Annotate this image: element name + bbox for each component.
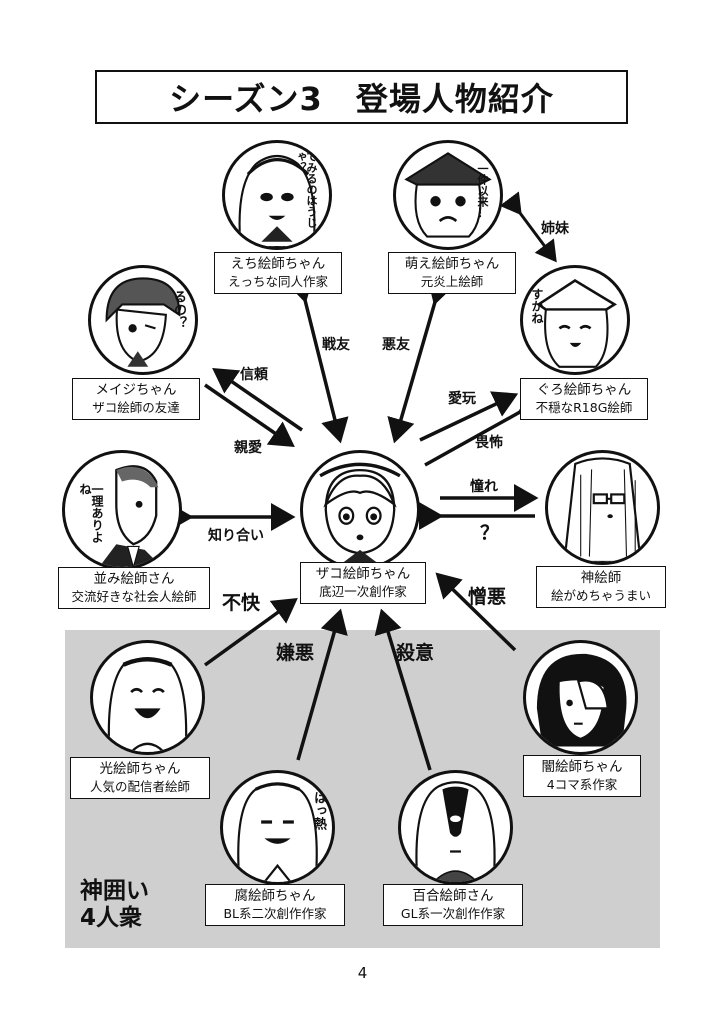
echi-speech: でみるのはうじゃ？	[294, 151, 318, 228]
arrow-shinrai	[212, 368, 303, 432]
label-zako: ザコ絵師ちゃん 底辺一次創作家	[300, 562, 426, 604]
label-fu: 腐絵師ちゃん BL系二次創作作家	[205, 884, 345, 926]
yuri-desc: GL系一次創作作家	[400, 906, 506, 921]
rel-ifu: 畏怖	[475, 435, 503, 451]
arrow-sisters	[499, 191, 557, 263]
rel-keno: 嫌悪	[276, 642, 315, 664]
zako-desc: 底辺一次創作家	[319, 584, 407, 599]
rel-satsui: 殺意	[396, 642, 435, 664]
yami-portrait	[523, 640, 638, 755]
arrow-zouo	[435, 572, 517, 652]
guro-name: ぐろ絵師ちゃん	[536, 382, 632, 398]
label-hikari: 光絵師ちゃん 人気の配信者絵師	[70, 757, 210, 799]
meiji-name: メイジちゃん	[95, 382, 177, 398]
label-meiji: メイジちゃん ザコ絵師の友達	[72, 378, 200, 420]
label-guro: ぐろ絵師ちゃん 不穏なR18G絵師	[520, 378, 648, 420]
fu-speech: はっ熱	[311, 791, 326, 830]
moe-desc: 元炎上絵師	[420, 274, 484, 289]
nami-name: 並み絵師さん	[93, 571, 175, 587]
guro-desc: 不穏なR18G絵師	[535, 400, 633, 415]
yuri-name: 百合絵師さん	[412, 888, 494, 904]
rel-shiriai: 知り合い	[208, 528, 264, 544]
arrow-senyu	[286, 276, 349, 444]
arrow-keno	[296, 608, 348, 761]
echi-name: えち絵師ちゃん	[230, 256, 326, 272]
moe-speech: 一件以来…	[476, 163, 489, 218]
guro-portrait: すかね	[520, 265, 630, 375]
kami-desc: 絵がめちゃうまい	[550, 588, 651, 603]
rel-akogare: 憧れ	[470, 479, 498, 495]
meiji-speech: るの？	[171, 290, 186, 329]
arrow-ifu	[424, 389, 546, 467]
arrow-shinai	[204, 383, 295, 447]
nami-speech: 一理ありよね	[78, 483, 104, 543]
yami-desc: 4コマ系作家	[546, 777, 618, 792]
moe-name: 萌え絵師ちゃん	[404, 256, 500, 272]
arrow-satsui	[374, 608, 432, 771]
echi-portrait: でみるのはうじゃ？	[222, 140, 332, 250]
page-title: シーズン3 登場人物紹介	[169, 80, 554, 118]
group-label-line1: 神囲い	[80, 878, 149, 904]
fu-desc: BL系二次創作作家	[223, 906, 327, 921]
kami-portrait	[545, 450, 660, 565]
rel-question: ？	[480, 522, 500, 544]
echi-desc: えっちな同人作家	[227, 274, 328, 289]
label-echi: えち絵師ちゃん えっちな同人作家	[214, 252, 342, 294]
rel-sisters: 姉妹	[541, 221, 569, 237]
meiji-portrait: るの？	[88, 265, 198, 375]
moe-portrait: 一件以来…	[393, 140, 503, 250]
rel-fukai: 不快	[222, 592, 261, 614]
rel-zouo: 憎悪	[468, 586, 507, 608]
arrow-aigan	[419, 391, 519, 442]
label-nami: 並み絵師さん 交流好きな社会人絵師	[58, 567, 210, 609]
label-moe: 萌え絵師ちゃん 元炎上絵師	[388, 252, 516, 294]
fu-portrait: はっ熱	[220, 770, 335, 885]
page-number: 4	[357, 964, 368, 982]
meiji-desc: ザコ絵師の友達	[92, 400, 180, 415]
kami-name: 神絵師	[580, 570, 622, 586]
rel-shinrai: 信頼	[240, 367, 268, 383]
guro-speech: すかね	[530, 288, 544, 324]
hikari-portrait	[90, 640, 205, 755]
hikari-name: 光絵師ちゃん	[99, 761, 181, 777]
group-label-line2: 4人衆	[80, 905, 143, 931]
rel-senyu: 戦友	[322, 337, 350, 353]
fu-name: 腐絵師ちゃん	[234, 888, 316, 904]
label-kami: 神絵師 絵がめちゃうまい	[536, 566, 666, 608]
zako-name: ザコ絵師ちゃん	[315, 566, 411, 582]
rel-shinai: 親愛	[234, 440, 262, 456]
nami-portrait: 一理ありよね	[62, 450, 182, 570]
group-label: 神囲い 4人衆	[80, 878, 149, 932]
label-yami: 闇絵師ちゃん 4コマ系作家	[523, 755, 641, 797]
arrow-fukai	[203, 597, 298, 667]
rel-aigan: 愛玩	[448, 391, 476, 407]
label-yuri: 百合絵師さん GL系一次創作作家	[383, 884, 523, 926]
nami-desc: 交流好きな社会人絵師	[71, 589, 197, 604]
title-box: シーズン3 登場人物紹介	[95, 70, 628, 124]
yami-name: 闇絵師ちゃん	[541, 759, 623, 775]
yuri-portrait	[398, 770, 513, 885]
arrow-akuyu	[387, 277, 455, 444]
zako-portrait	[300, 450, 420, 570]
rel-akuyu: 悪友	[382, 337, 410, 353]
hikari-desc: 人気の配信者絵師	[89, 779, 190, 794]
